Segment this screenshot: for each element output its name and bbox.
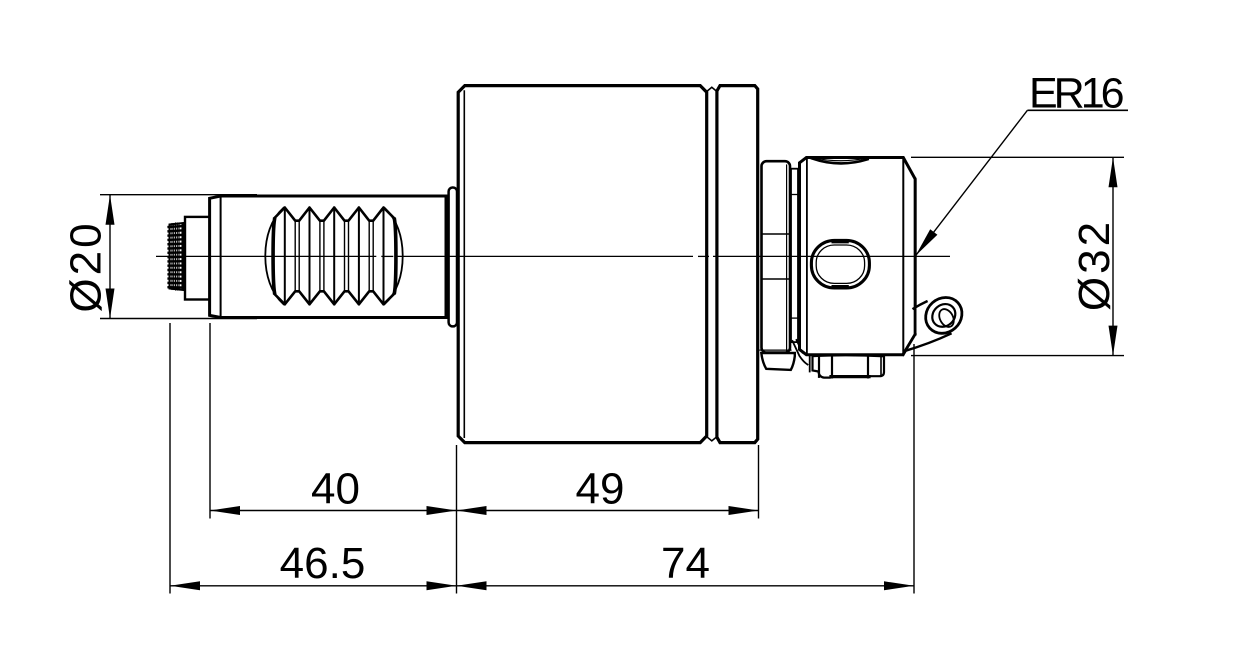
svg-text:ER16: ER16	[1029, 70, 1124, 118]
svg-text:46.5: 46.5	[280, 539, 366, 588]
svg-text:49: 49	[576, 465, 625, 514]
svg-text:Ø32: Ø32	[1070, 219, 1119, 311]
svg-text:Ø20: Ø20	[61, 220, 110, 312]
svg-text:74: 74	[661, 539, 710, 588]
svg-text:40: 40	[311, 465, 360, 514]
